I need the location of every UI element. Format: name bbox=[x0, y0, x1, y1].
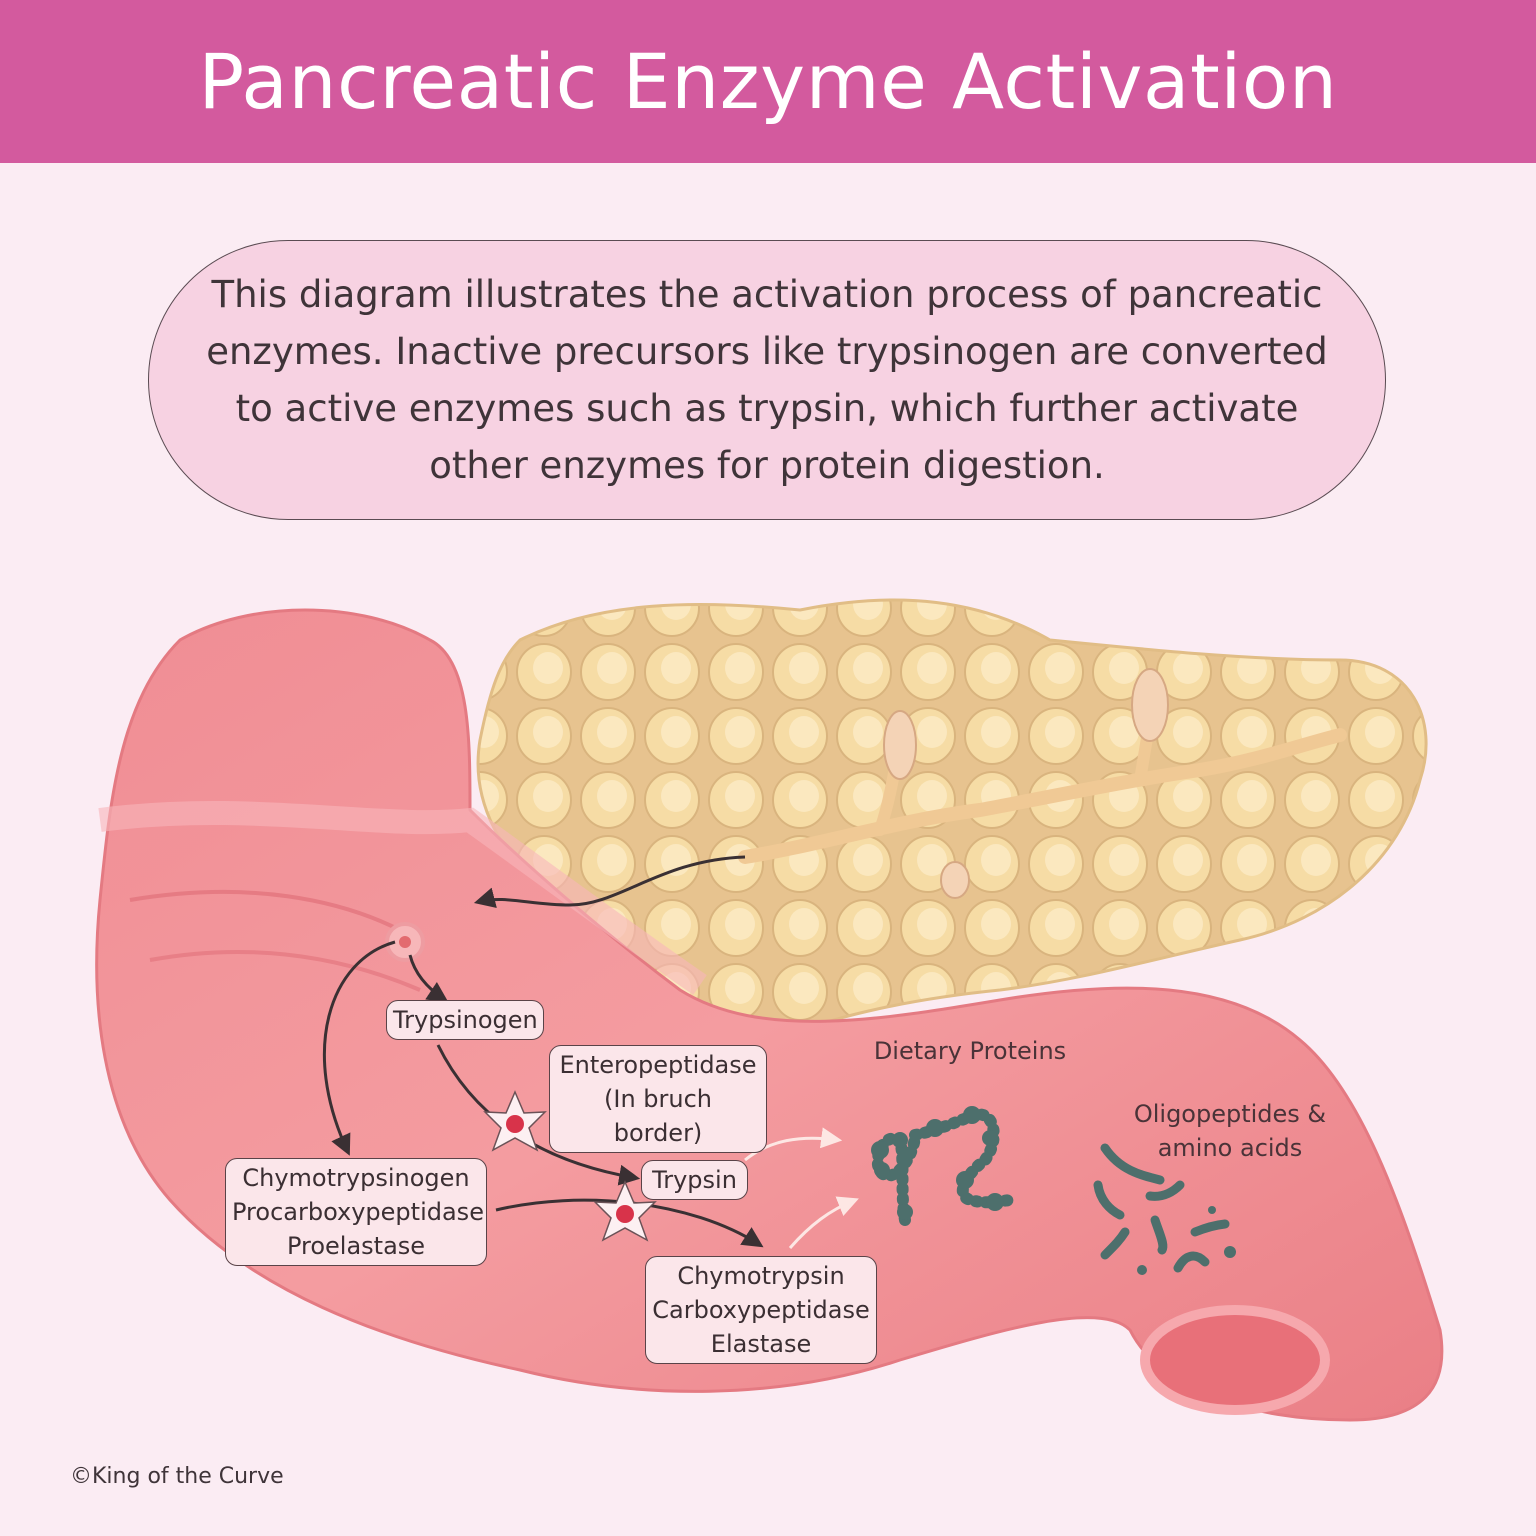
dietary-proteins-label: Dietary Proteins bbox=[860, 1034, 1080, 1068]
active-enzymes-label: Chymotrypsin Carboxypeptidase Elastase bbox=[645, 1256, 877, 1364]
enteropeptidase-text: Enteropeptidase bbox=[559, 1051, 757, 1079]
oligopeptides-text: Oligopeptides & bbox=[1133, 1100, 1327, 1128]
arrow-trypsin-to-proteins bbox=[744, 1127, 843, 1162]
trypsin-label: Trypsin bbox=[641, 1160, 748, 1200]
description-text: This diagram illustrates the activation … bbox=[206, 273, 1328, 487]
oligopeptide-fragments-icon bbox=[1093, 1143, 1236, 1275]
trypsinogen-label: Trypsinogen bbox=[386, 1000, 544, 1040]
chymotrypsin-text: Chymotrypsin bbox=[677, 1262, 845, 1290]
arrow-to-trypsinogen bbox=[408, 954, 449, 1003]
proelastase-text: Proelastase bbox=[286, 1232, 426, 1260]
arrow-pancreas-to-duodenum bbox=[473, 855, 746, 908]
enteropeptidase-label: Enteropeptidase (In bruch border) bbox=[549, 1045, 767, 1153]
description-pill: This diagram illustrates the activation … bbox=[148, 240, 1386, 520]
pancreas bbox=[476, 598, 1428, 1042]
arrow-to-zymogens bbox=[322, 940, 396, 1156]
trypsin-text: Trypsin bbox=[652, 1166, 737, 1194]
elastase-text: Elastase bbox=[710, 1330, 812, 1358]
zymogens-label: Chymotrypsinogen Procarboxypeptidase Pro… bbox=[225, 1158, 487, 1266]
amino-acids-text: amino acids bbox=[1157, 1134, 1303, 1162]
dietary-protein-chain-icon bbox=[871, 1106, 1021, 1226]
brush-border-text: (In bruch border) bbox=[604, 1085, 712, 1147]
oligopeptides-label: Oligopeptides & amino acids bbox=[1120, 1097, 1340, 1165]
arrow-enzymes-to-proteins bbox=[788, 1196, 859, 1249]
carboxypeptidase-text: Carboxypeptidase bbox=[652, 1296, 870, 1324]
chymotrypsinogen-text: Chymotrypsinogen bbox=[242, 1164, 470, 1192]
dietary-proteins-text: Dietary Proteins bbox=[873, 1037, 1067, 1065]
trypsin-activation-star-icon bbox=[593, 1180, 657, 1242]
enteropeptidase-activation-star-icon bbox=[483, 1090, 547, 1152]
copyright-notice: ©King of the Curve bbox=[70, 1464, 284, 1489]
procarboxypeptidase-text: Procarboxypeptidase bbox=[232, 1198, 484, 1226]
title-banner: Pancreatic Enzyme Activation bbox=[0, 0, 1536, 163]
page-title: Pancreatic Enzyme Activation bbox=[198, 37, 1338, 126]
trypsinogen-text: Trypsinogen bbox=[393, 1006, 538, 1034]
